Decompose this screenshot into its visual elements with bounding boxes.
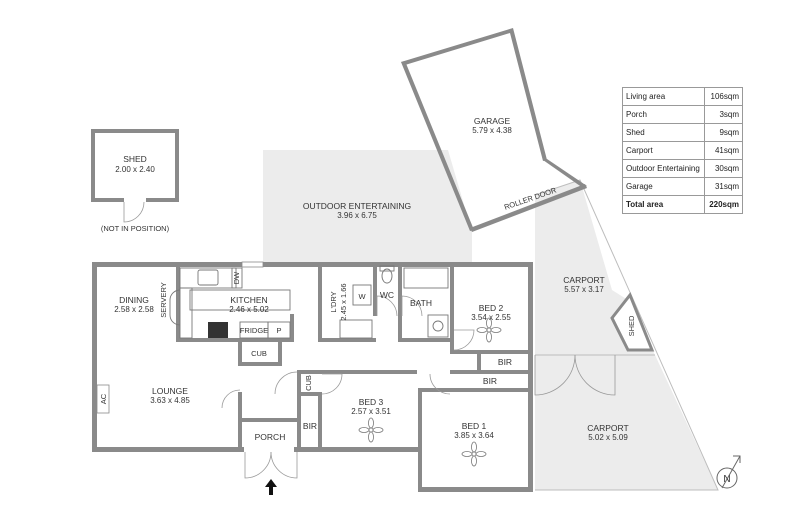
lounge-name: LOUNGE: [152, 386, 188, 396]
shed-detached-note: (NOT IN POSITION): [101, 224, 170, 233]
lounge-dims: 3.63 x 4.85: [150, 396, 190, 405]
bir-bed3-label: BIR: [303, 421, 317, 431]
shed-detached-dims: 2.00 x 2.40: [115, 165, 155, 174]
area-label: Porch: [621, 105, 706, 124]
outdoor-entertaining-area: [263, 150, 472, 265]
shed-detached-name: SHED: [123, 154, 147, 164]
detached-shed: [91, 129, 179, 223]
kitchen-fixtures: [169, 267, 291, 339]
fridge-label: FRIDGE: [240, 326, 268, 335]
bath-label: BATH: [410, 298, 432, 308]
servery-hatch: [169, 289, 181, 326]
cub-hall-label: CUB: [304, 375, 313, 391]
north-compass-icon: N: [716, 455, 741, 489]
porch-label: PORCH: [255, 432, 286, 442]
area-value: 31sqm: [704, 177, 743, 196]
total-value: 220sqm: [704, 195, 743, 214]
outdoor-entertaining-dims: 3.96 x 6.75: [337, 211, 377, 220]
ac-label: AC: [99, 393, 108, 404]
carport-bottom-name: CARPORT: [587, 423, 628, 433]
area-value: 30sqm: [704, 159, 743, 178]
bir-bed1-label: BIR: [483, 376, 497, 386]
bir-bed2-label: BIR: [498, 357, 512, 367]
ac-unit: [96, 384, 110, 414]
carport-boundary: [534, 179, 719, 491]
area-label: Shed: [621, 123, 706, 142]
cub-kitchen-label: CUB: [251, 349, 267, 358]
bed1-name: BED 1: [462, 421, 487, 431]
dw-label: DW: [232, 271, 241, 284]
bed1-dims: 3.85 x 3.64: [454, 431, 494, 440]
entry-arrow-icon: [265, 479, 277, 495]
area-value: 41sqm: [704, 141, 743, 160]
garage-dims: 5.79 x 4.38: [472, 126, 512, 135]
kitchen-name: KITCHEN: [230, 295, 267, 305]
garage-structure: [401, 28, 587, 232]
carport-bottom-area: [535, 355, 718, 490]
total-label: Total area: [621, 195, 706, 214]
bed2-name: BED 2: [479, 303, 504, 313]
ceiling-fan-icon: [358, 417, 384, 443]
ceiling-fan-icon: [461, 441, 487, 467]
carport-top-name: CARPORT: [563, 275, 604, 285]
wc-label: WC: [380, 290, 394, 300]
wet-area-fixtures: [339, 265, 449, 339]
area-label: Carport: [621, 141, 706, 160]
shed-small-name: SHED: [627, 315, 636, 336]
area-label: Outdoor Entertaining: [621, 159, 706, 178]
area-value: 9sqm: [704, 123, 743, 142]
area-label: Garage: [621, 177, 706, 196]
cooktop-icon: [208, 322, 228, 338]
kitchen-dims: 2.46 x 5.02: [229, 305, 269, 314]
door-swings: [221, 295, 616, 479]
dining-dims: 2.58 x 2.58: [114, 305, 154, 314]
compass-label: N: [723, 474, 730, 485]
laundry-name: L'DRY: [329, 291, 338, 312]
interior-walls: [176, 262, 532, 452]
servery-label: SERVERY: [159, 282, 168, 318]
area-label: Living area: [621, 87, 706, 106]
bed3-name: BED 3: [359, 397, 384, 407]
bed3-dims: 2.57 x 3.51: [351, 407, 391, 416]
bed2-dims: 3.54 x 2.55: [471, 313, 511, 322]
pantry-label: P: [276, 326, 281, 335]
ceiling-fan-icon: [476, 317, 502, 343]
area-value: 106sqm: [704, 87, 743, 106]
outdoor-entertaining-name: OUTDOOR ENTERTAINING: [303, 201, 411, 211]
washer-label: W: [358, 292, 366, 301]
dining-name: DINING: [119, 295, 149, 305]
carport-bottom-dims: 5.02 x 5.09: [588, 433, 628, 442]
small-shed: [610, 292, 655, 352]
carport-top-dims: 5.57 x 3.17: [564, 285, 604, 294]
area-value: 3sqm: [704, 105, 743, 124]
garage-name: GARAGE: [474, 116, 511, 126]
laundry-dims: 2.45 x 1.66: [339, 283, 348, 320]
